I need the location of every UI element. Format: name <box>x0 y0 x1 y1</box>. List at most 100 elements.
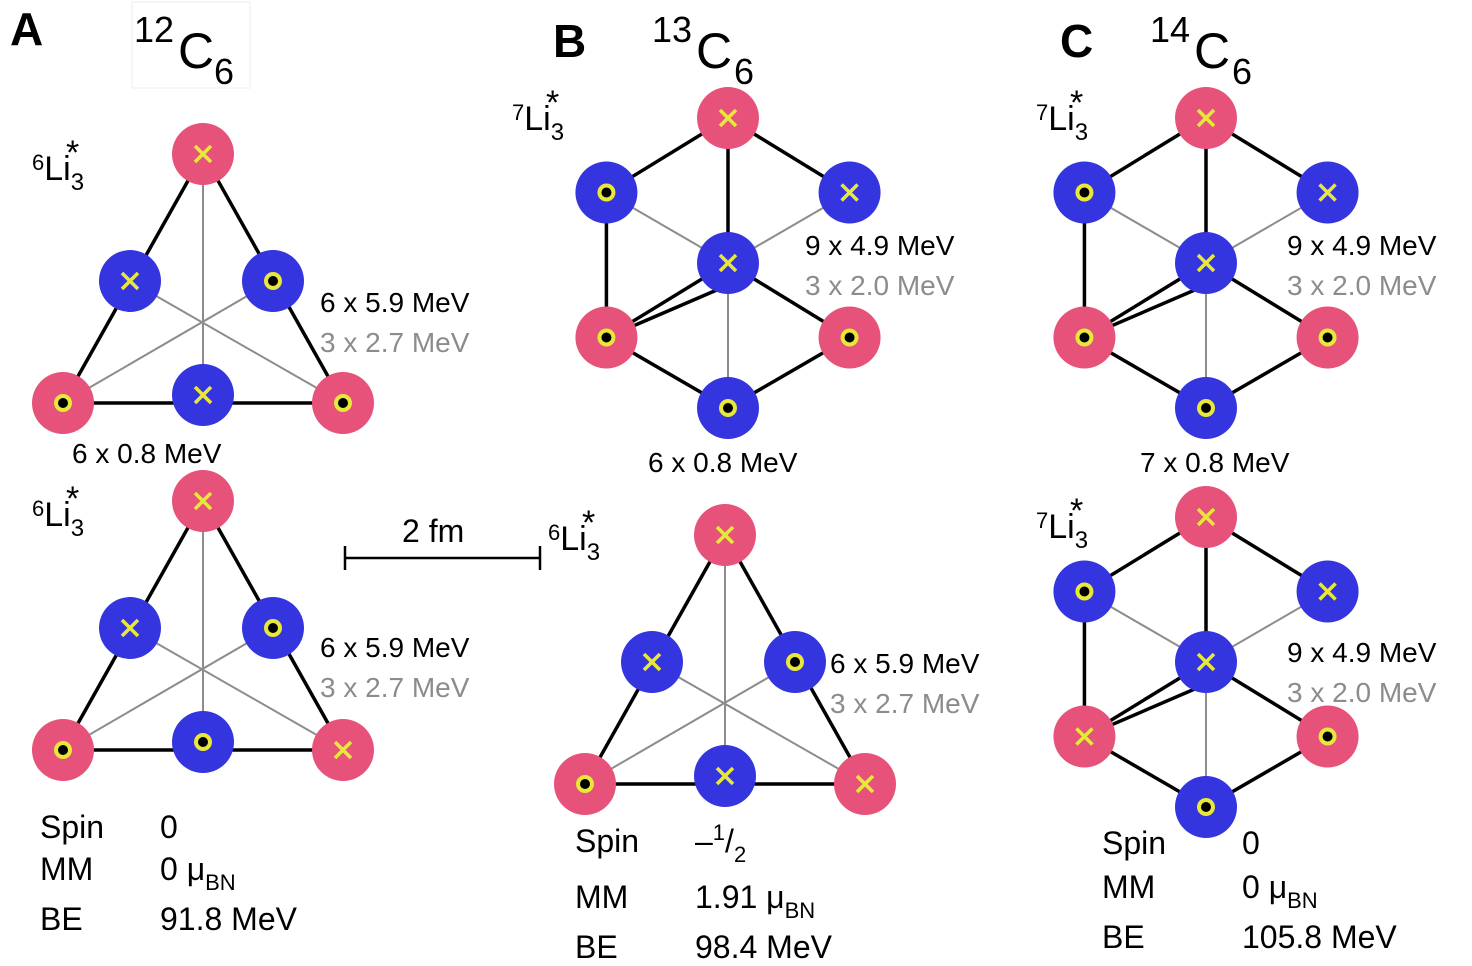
neutron-right <box>242 250 304 312</box>
weak-bond-line <box>62 627 274 751</box>
spin-dot-core <box>844 332 855 343</box>
li-excited-star: * <box>66 480 79 518</box>
spin-dot-core <box>1079 586 1090 597</box>
panel-a-spin-label: Spin <box>40 809 104 845</box>
panel-c-properties: Spin 0 MM 0 μBN BE 105.8 MeV <box>1102 825 1397 955</box>
cluster-b-bottom: 6Li3* 6 x 5.9 MeV 3 x 2.7 MeV <box>548 504 980 815</box>
li-symbol: Li <box>560 520 586 558</box>
spin-x-mark <box>1196 507 1216 527</box>
spin-x-mark <box>715 525 735 545</box>
weak-bond-energy: 3 x 2.0 MeV <box>805 270 955 301</box>
neutron-upper-right <box>818 161 881 224</box>
panel-c-mm-value: 0 μBN <box>1242 869 1318 913</box>
spin-dot-core <box>58 745 68 755</box>
neutron-right <box>764 631 826 693</box>
neutron-bottom <box>172 364 234 426</box>
neutron-bottom <box>697 377 759 439</box>
strong-bond-energy: 6 x 5.9 MeV <box>830 648 980 679</box>
panel-c-isotope-symbol: C <box>1194 23 1230 79</box>
panel-b-center-bond: 6 x 0.8 MeV <box>648 447 798 478</box>
li-excited-star: * <box>546 84 559 122</box>
spin-dot-core <box>580 779 590 789</box>
weak-bond-energy: 3 x 2.7 MeV <box>320 327 470 358</box>
panel-c-spin-label: Spin <box>1102 825 1166 861</box>
weak-bond-energy: 3 x 2.7 MeV <box>830 688 980 719</box>
panel-c-letter: C <box>1060 15 1093 67</box>
panel-a-mm-value: 0 μBN <box>160 851 236 895</box>
panel-a-be-label: BE <box>40 901 83 937</box>
proton-top <box>1175 87 1237 149</box>
li-symbol: Li <box>524 100 550 138</box>
spin-x-mark <box>715 766 735 786</box>
lithium-cluster-label: 6Li3 <box>548 520 600 566</box>
proton-bottom-left <box>554 753 616 815</box>
spin-dot-core <box>723 403 733 413</box>
panel-a-properties: Spin 0 MM 0 μBN BE 91.8 MeV <box>40 809 298 937</box>
panel-a-center-bond: 6 x 0.8 MeV <box>72 438 222 469</box>
spin-dot-core <box>1322 731 1333 742</box>
spin-x-mark <box>1196 652 1216 672</box>
proton-lower-left <box>1053 306 1116 369</box>
spin-dot-core <box>198 737 208 747</box>
scale-bar: 2 fm <box>343 513 542 570</box>
li-symbol: Li <box>44 150 70 188</box>
panel-a-mm-label: MM <box>40 851 93 887</box>
li-symbol: Li <box>1048 508 1074 546</box>
spin-dot-core <box>1201 403 1211 413</box>
panel-a-letter: A <box>10 3 43 55</box>
li-excited-star: * <box>1070 492 1083 530</box>
panel-a-spin-value: 0 <box>160 809 178 845</box>
neutron-upper-left <box>1053 161 1116 224</box>
neutron-left <box>99 250 161 312</box>
proton-lower-left <box>1053 705 1116 768</box>
li-sub: 3 <box>1075 119 1088 146</box>
spin-dot-core <box>1079 332 1090 343</box>
neutron-bottom <box>694 745 756 807</box>
weak-bond-line <box>584 661 796 785</box>
spin-x-mark <box>1196 253 1216 273</box>
weak-bond-line <box>129 627 344 751</box>
spin-x-mark <box>1318 582 1337 601</box>
panel-c-spin-value: 0 <box>1242 825 1260 861</box>
li-symbol: Li <box>44 496 70 534</box>
spin-dot-core <box>338 398 348 408</box>
proton-bottom-right <box>312 719 374 781</box>
proton-top <box>172 470 234 532</box>
panel-c-isotope-sub: 6 <box>1232 51 1252 92</box>
panel-a-be-value: 91.8 MeV <box>160 901 298 937</box>
panel-c-center-bond: 7 x 0.8 MeV <box>1140 447 1290 478</box>
spin-dot-core <box>1079 187 1090 198</box>
lithium-cluster-label: 6Li3 <box>32 496 84 542</box>
panel-b-isotope-symbol: C <box>696 23 732 79</box>
panel-b-mm-label: MM <box>575 879 628 915</box>
panel-a-isotope-sub: 6 <box>214 51 234 92</box>
panel-b-spin-value: –1/2 <box>695 820 746 867</box>
panel-b-isotope-sub: 6 <box>734 51 754 92</box>
li-mass: 7 <box>1036 100 1048 125</box>
neutron-upper-right <box>1296 560 1359 623</box>
neutron-center <box>697 232 759 294</box>
neutron-bottom <box>1175 776 1237 838</box>
proton-bottom-left <box>32 372 94 434</box>
panel-a-isotope-mass: 12 <box>134 9 174 50</box>
spin-x-mark <box>718 108 738 128</box>
spin-dot-core <box>58 398 68 408</box>
isotope-label-frame <box>131 1 251 89</box>
strong-bond-energy: 9 x 4.9 MeV <box>1287 230 1437 261</box>
neutron-upper-left <box>1053 560 1116 623</box>
proton-top <box>697 87 759 149</box>
strong-bond-energy: 9 x 4.9 MeV <box>805 230 955 261</box>
li-excited-star: * <box>582 504 595 542</box>
neutron-bottom <box>1175 377 1237 439</box>
spin-x-mark <box>333 740 353 760</box>
spin-x-mark <box>642 652 662 672</box>
li-mass: 6 <box>32 496 44 521</box>
panel-c-be-value: 105.8 MeV <box>1242 919 1397 955</box>
spin-dot-core <box>601 332 612 343</box>
lithium-cluster-label: 6Li3 <box>32 150 84 196</box>
